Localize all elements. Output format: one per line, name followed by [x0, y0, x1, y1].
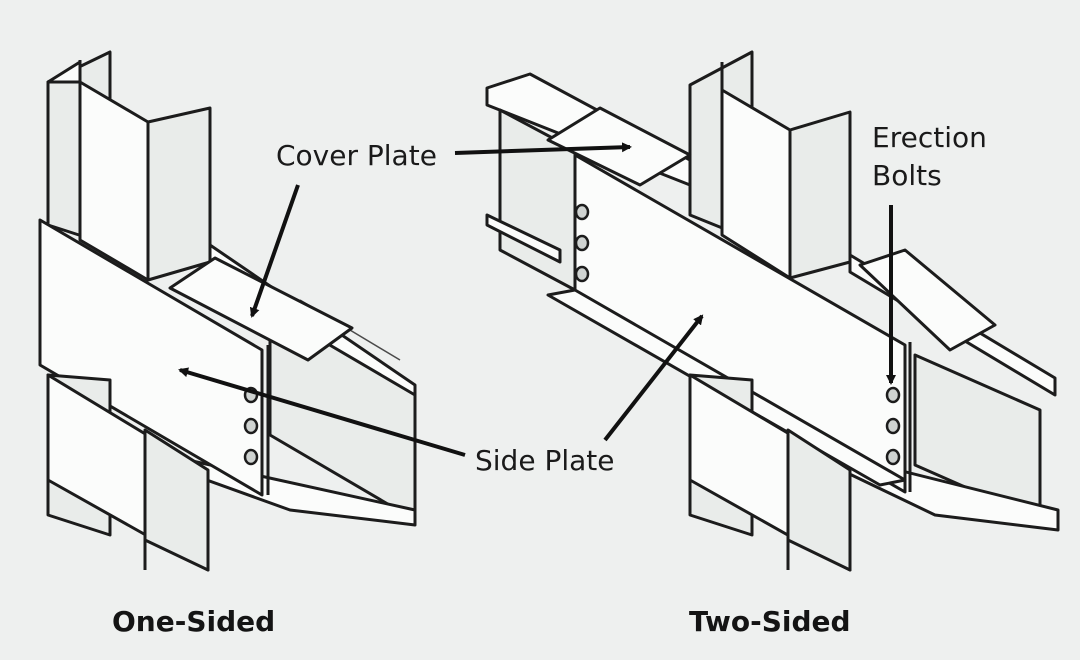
arrow-side-plate-left: [178, 367, 466, 457]
label-erection-bolts-line1: Erection: [872, 121, 987, 154]
upper-column: [46, 50, 212, 282]
arrow-side-plate-right: [603, 314, 704, 442]
lower-column: [46, 373, 210, 572]
side-plate-right: [573, 153, 907, 494]
caption-one-sided: One-Sided: [112, 605, 275, 638]
label-cover-plate: Cover Plate: [276, 139, 437, 172]
callout-arrows: [178, 142, 896, 457]
caption-two-sided: Two-Sided: [689, 605, 851, 638]
bolts-left: [243, 386, 259, 466]
bolts-right-a: [574, 203, 590, 283]
upper-column-right: [688, 50, 852, 280]
two-sided-connection: [485, 50, 1060, 572]
label-erection-bolts-line2: Bolts: [872, 159, 942, 192]
label-side-plate: Side Plate: [475, 444, 614, 477]
one-sided-connection: [38, 50, 417, 572]
arrow-cover-plate-left: [249, 184, 300, 318]
arrow-cover-plate-right: [454, 142, 632, 155]
cover-plate-left: [168, 256, 354, 362]
bolts-right-b: [885, 386, 901, 466]
lower-column-right: [688, 373, 852, 572]
